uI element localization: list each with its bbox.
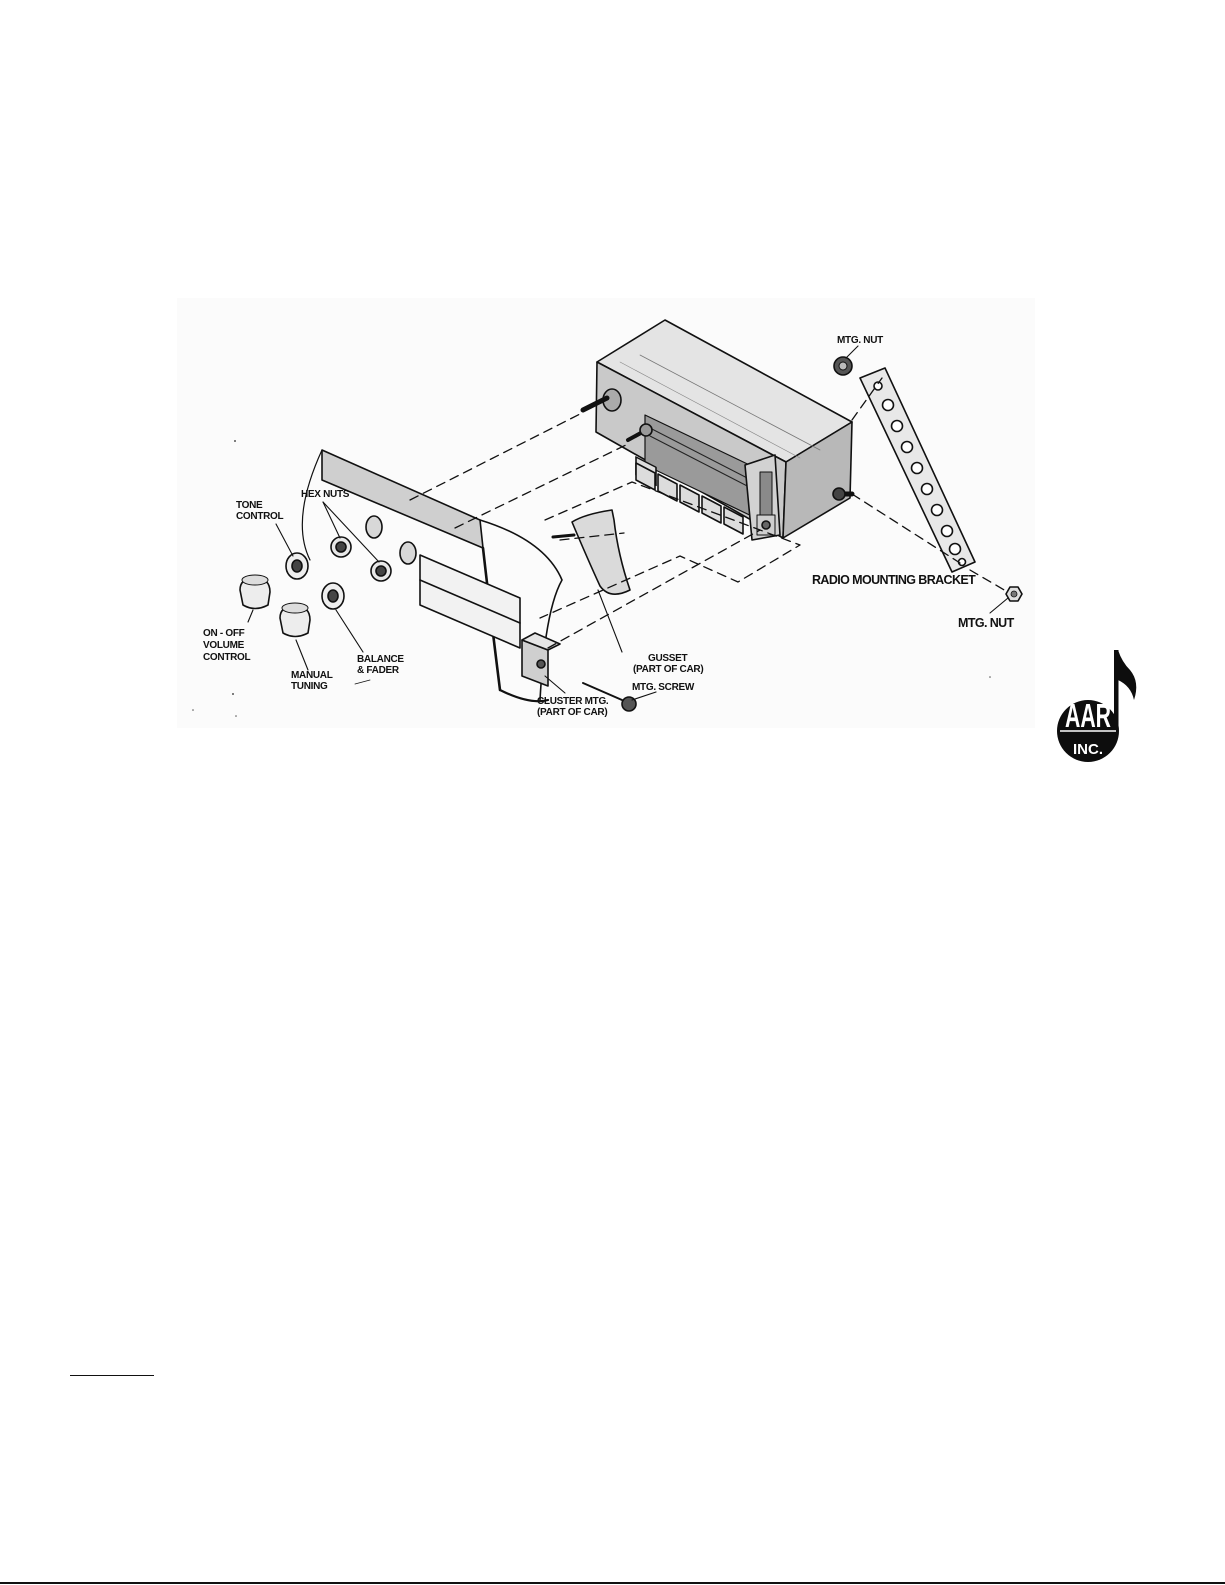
page-bottom-rule [0, 1582, 1225, 1584]
label-manual-tuning-1: MANUAL [291, 670, 333, 681]
mtg-nut-bottom-part [1006, 587, 1022, 601]
manual-tuning-knob [280, 603, 310, 637]
label-cluster-mtg-2: (PART OF CAR) [537, 707, 607, 718]
label-manual-tuning-2: TUNING [291, 681, 328, 692]
label-on-off-2: VOLUME [203, 640, 245, 651]
label-radio-mounting-bracket: RADIO MOUNTING BRACKET [812, 573, 976, 587]
mtg-nut-top-part [834, 357, 852, 375]
hex-nut-lower [371, 561, 391, 581]
logo-text-inc: INC. [1073, 741, 1103, 758]
hex-nut-upper [331, 537, 351, 557]
logo-text-aar: AAR [1065, 696, 1111, 734]
footnote-rule [70, 1375, 154, 1376]
logo-note-stem [1114, 650, 1119, 734]
label-tone-control-2: CONTROL [236, 511, 284, 522]
on-off-volume-knob [240, 575, 270, 609]
logo-note-flag [1118, 650, 1136, 700]
label-on-off-1: ON - OFF [203, 628, 245, 639]
label-gusset-1: GUSSET [648, 653, 688, 664]
label-mtg-screw: MTG. SCREW [632, 682, 695, 693]
label-mtg-nut-top: MTG. NUT [837, 335, 883, 346]
label-hex-nuts: HEX NUTS [301, 489, 350, 500]
aar-inc-logo: AAR INC. [1057, 650, 1136, 762]
balance-fader-ring [322, 583, 344, 609]
label-on-off-3: CONTROL [203, 652, 251, 663]
label-tone-control-1: TONE [236, 500, 263, 511]
label-balance-fader-1: BALANCE [357, 654, 404, 665]
label-cluster-mtg-1: CLUSTER MTG. [537, 696, 609, 707]
label-gusset-2: (PART OF CAR) [633, 664, 703, 675]
label-mtg-nut-bottom: MTG. NUT [958, 616, 1015, 630]
label-balance-fader-2: & FADER [357, 665, 400, 676]
tone-control-ring [286, 553, 308, 579]
